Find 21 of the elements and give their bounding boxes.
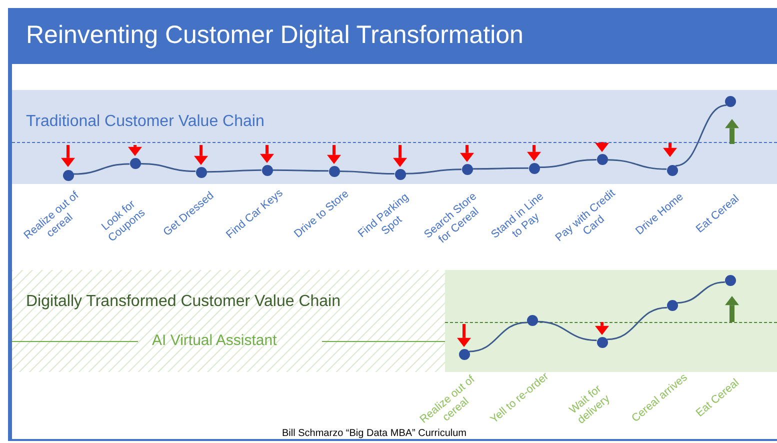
curve-segment [677,281,725,304]
caption: Bill Schmarzo “Big Data MBA” Curriculum [282,428,466,440]
curve-segment [472,167,528,170]
curve-segment [73,163,130,175]
curve-segment [607,159,667,170]
curve-segment [675,104,727,167]
band-subheading: AI Virtual Assistant [152,331,277,351]
curve-segment [140,163,196,172]
value-chain-band [12,270,777,372]
value-chain-band [12,90,777,184]
curve-segment [468,322,528,352]
curve-segment [537,320,597,342]
curve-segment [405,168,462,174]
curve-segment [272,169,328,172]
band-heading: Digitally Transformed Customer Value Chain [26,292,340,312]
band-heading: Traditional Customer Value Chain [26,112,264,132]
title: Reinventing Customer Digital Transformation [26,20,524,50]
curve-segment [606,306,668,340]
curve-segment [206,169,262,173]
curve-segment [339,170,395,174]
curve-segment [539,158,597,168]
